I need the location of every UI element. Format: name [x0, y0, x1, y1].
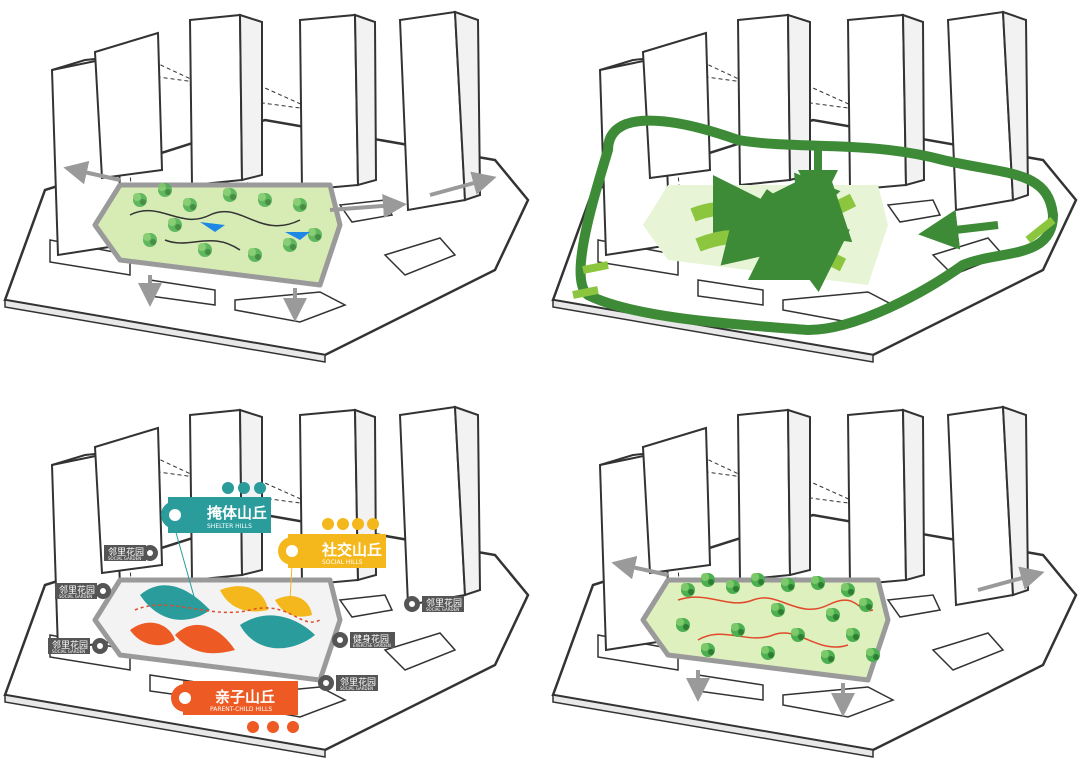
shelter-activity-icon — [254, 482, 266, 494]
exercise-garden-subtitle: EXERCISE GARDEN — [353, 643, 391, 648]
social-garden-subtitle: SOCIAL GARDEN — [52, 649, 85, 654]
social-garden-marker: 邻里花园 SOCIAL GARDEN — [48, 638, 108, 654]
parent-child-hills-tag: 亲子山丘 PARENT-CHILD HILLS — [171, 681, 299, 733]
social-activity-icon — [322, 518, 334, 530]
parent-activity-icon — [247, 721, 259, 733]
shelter-activity-icon — [222, 482, 234, 494]
social-garden-title: 邻里花园 — [426, 597, 462, 609]
social-activity-icon — [352, 518, 364, 530]
parent-hill — [175, 624, 235, 654]
shelter-hills-tag: 掩体山丘 SHELTER HILLS — [161, 482, 271, 601]
social-garden-title: 邻里花园 — [52, 639, 88, 651]
exercise-garden-marker: 健身花园 EXERCISE GARDEN — [332, 632, 395, 648]
panel-planting — [551, 405, 1078, 759]
social-garden-marker: 邻里花园 SOCIAL GARDEN — [404, 596, 464, 612]
shelter-hills-subtitle: SHELTER HILLS — [207, 523, 252, 530]
path-network — [677, 596, 874, 648]
parent-child-hills-subtitle: PARENT-CHILD HILLS — [210, 706, 272, 713]
parent-activity-icon — [287, 721, 299, 733]
exercise-garden-title: 健身花园 — [353, 633, 389, 645]
green-court — [92, 182, 343, 288]
social-hill — [220, 586, 268, 612]
social-garden-subtitle: SOCIAL GARDEN — [426, 607, 459, 612]
parent-hill — [130, 622, 175, 646]
social-garden-title: 邻里花园 — [59, 584, 95, 596]
parent-child-hills-title: 亲子山丘 — [215, 688, 275, 706]
parent-activity-icon — [267, 721, 279, 733]
shelter-activity-icon — [238, 482, 250, 494]
social-hills-subtitle: SOCIAL HILLS — [322, 559, 363, 566]
loop-route — [575, 115, 1058, 335]
social-activity-icon — [337, 518, 349, 530]
social-hill — [275, 595, 312, 617]
social-garden-subtitle: SOCIAL GARDEN — [340, 686, 373, 691]
social-hills-title: 社交山丘 — [321, 541, 382, 559]
social-garden-marker: 邻里花园 SOCIAL GARDEN — [104, 545, 158, 561]
social-garden-subtitle: SOCIAL GARDEN — [108, 556, 141, 561]
social-garden-title: 邻里花园 — [108, 546, 144, 558]
shelter-hill — [140, 585, 210, 620]
panel-hills-program — [3, 405, 530, 759]
social-garden-marker: 邻里花园 SOCIAL GARDEN — [55, 583, 111, 599]
panel-site-overview — [3, 10, 530, 364]
social-garden-subtitle: SOCIAL GARDEN — [59, 594, 92, 599]
social-garden-title: 邻里花园 — [340, 676, 376, 688]
panel-circulation — [551, 10, 1078, 364]
social-activity-icon — [367, 518, 379, 530]
shelter-hill — [240, 615, 315, 649]
shelter-hills-title: 掩体山丘 — [207, 504, 267, 522]
social-garden-marker: 邻里花园 SOCIAL GARDEN — [318, 675, 378, 691]
social-hills-tag: 社交山丘 SOCIAL HILLS — [278, 518, 386, 601]
